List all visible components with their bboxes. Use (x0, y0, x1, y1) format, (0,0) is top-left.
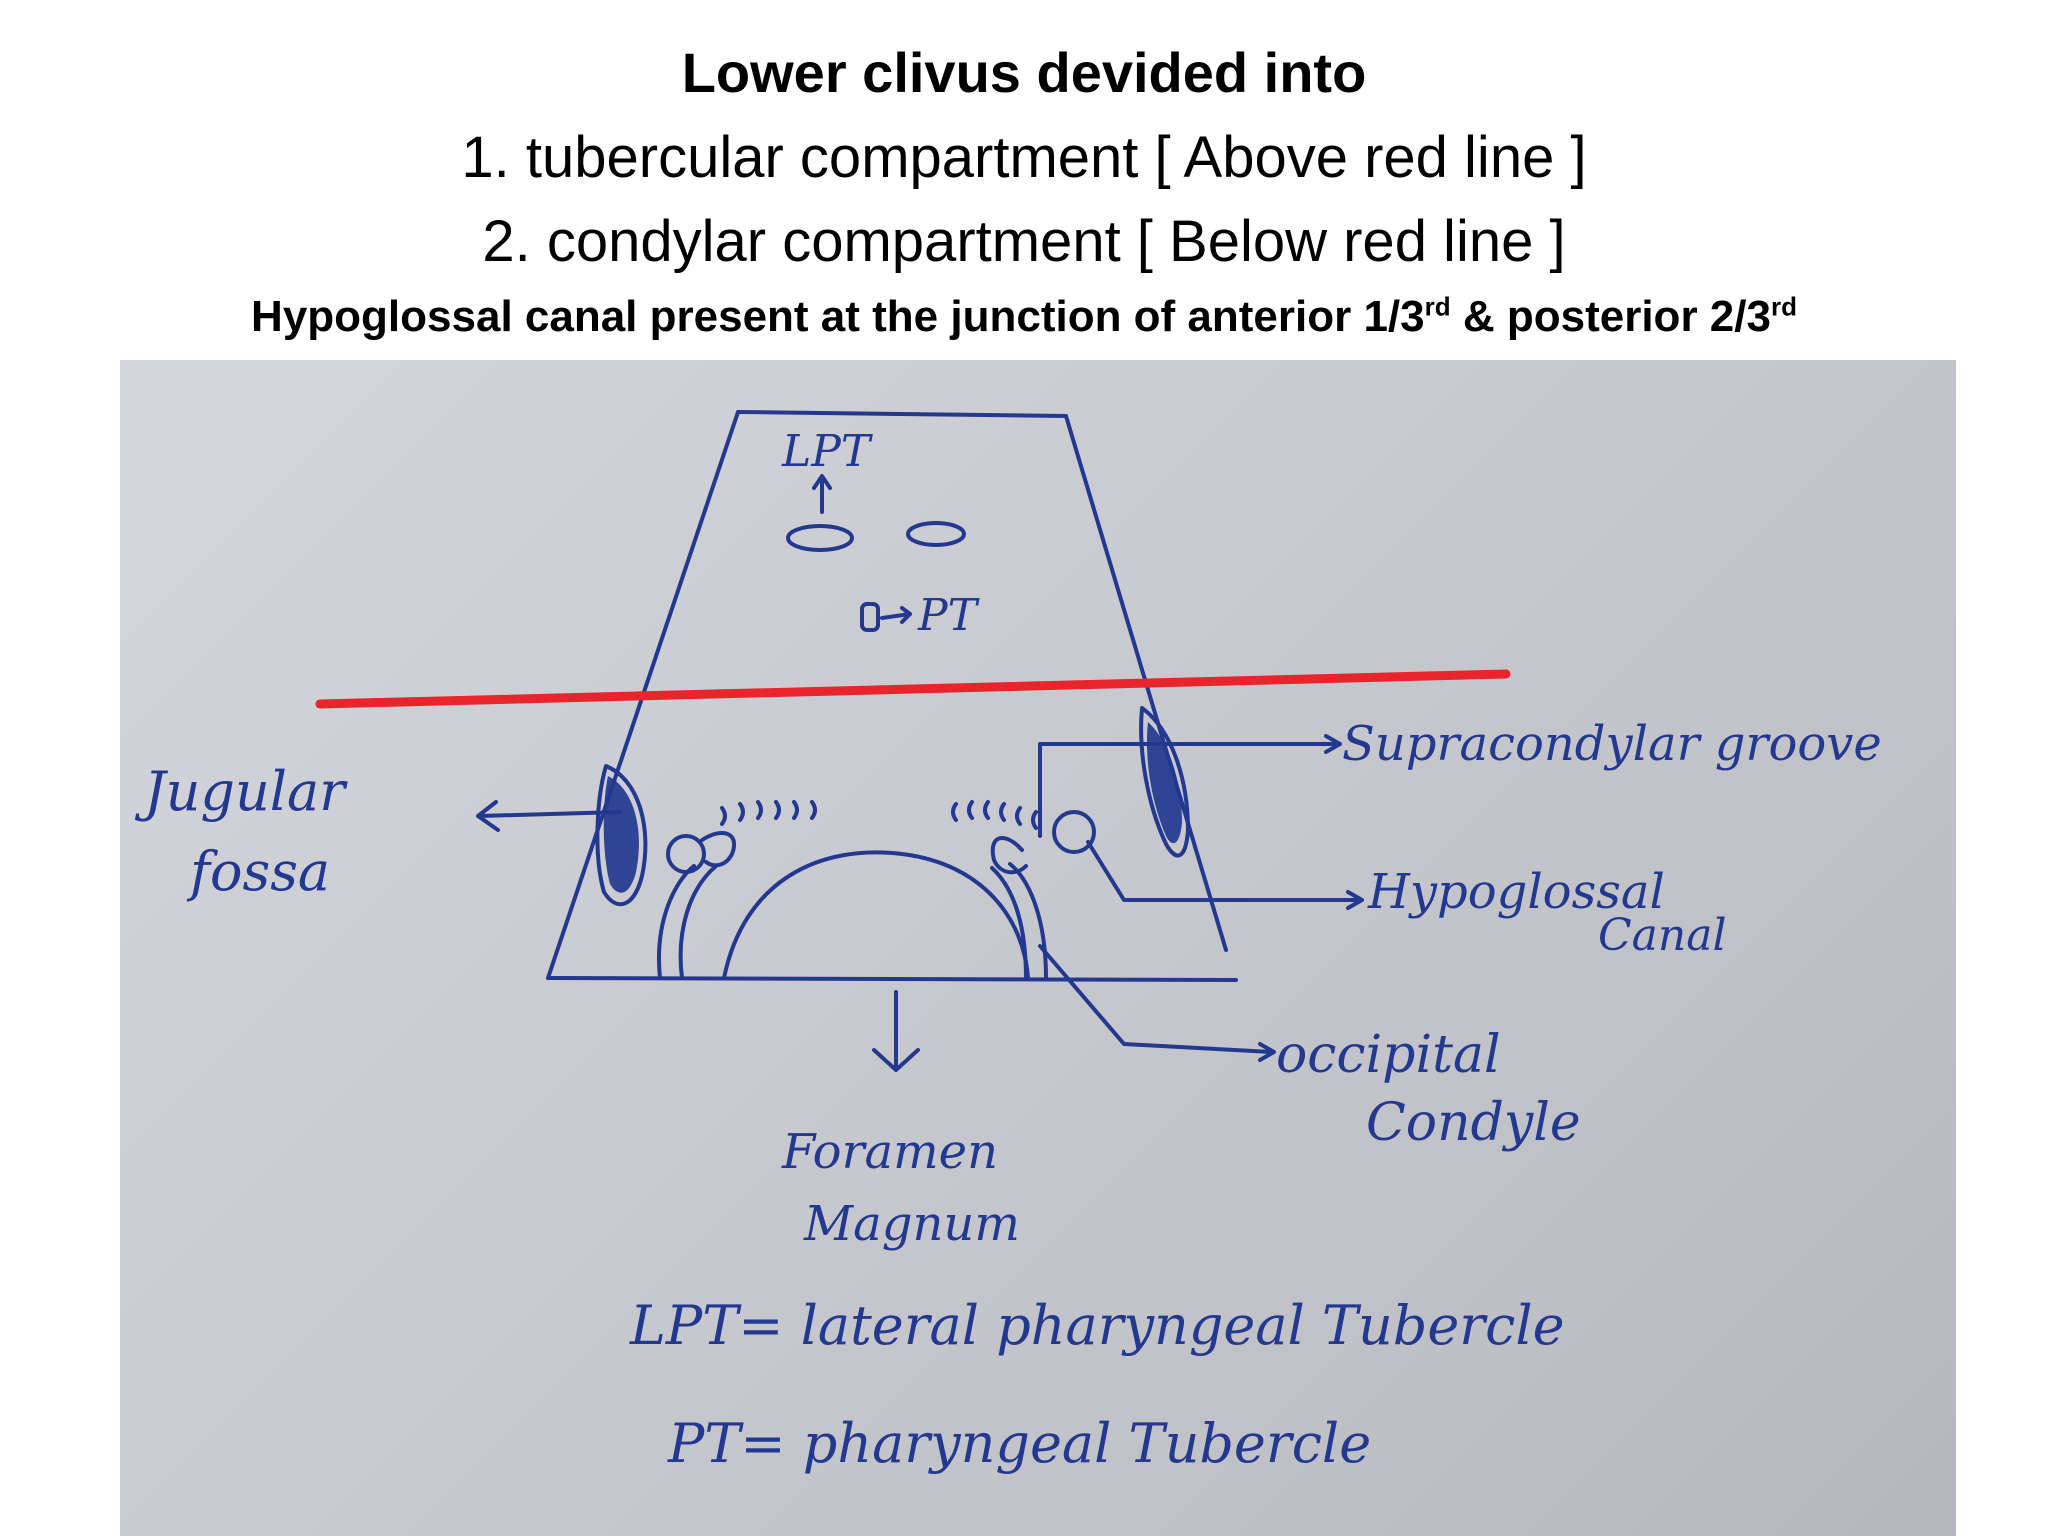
left-condyle (657, 864, 718, 980)
clivus-base-line (546, 976, 1238, 982)
legend-lpt: LPT= lateral pharyngeal Tubercle (629, 1294, 1565, 1357)
supracondylar-pointer (1038, 734, 1342, 838)
list-item-tubercular: 1. tubercular compartment [ Above red li… (461, 125, 1587, 190)
note-text-1: Hypoglossal canal present at the junctio… (251, 292, 1425, 341)
right-condyle (990, 862, 1048, 980)
left-striations (720, 800, 817, 826)
right-striations (951, 800, 1038, 830)
hypoglossal-label: Hypoglossal (1367, 864, 1665, 920)
clivus-top-edge (736, 410, 1068, 418)
note-superscript-2: rd (1770, 291, 1797, 322)
supracondylar-groove-outline (1139, 706, 1190, 858)
lpt-label: LPT (781, 426, 874, 477)
foramen-pointer (872, 990, 920, 1072)
slide-header: Lower clivus devided into 1. tubercular … (0, 0, 2048, 355)
hypoglossal-pointer (1086, 840, 1364, 910)
note-text-2: & posterior 2/3 (1450, 292, 1771, 341)
canal-label: Canal (1598, 910, 1727, 961)
supracondylar-label: Supracondylar groove (1342, 716, 1882, 772)
sketch-photo: LPT PT Jugular fossa Supracondylar groov… (120, 360, 1956, 1536)
clivus-sketch: LPT PT Jugular fossa Supracondylar groov… (134, 410, 1882, 1475)
fossa-label: fossa (186, 840, 330, 903)
foramen-label: Foramen (781, 1124, 998, 1180)
foramen-magnum-arc (722, 850, 1030, 980)
right-condyle-loop (990, 836, 1028, 875)
jugular-label: Jugular (134, 760, 348, 823)
magnum-label: Magnum (803, 1196, 1020, 1252)
slide-title: Lower clivus devided into (681, 41, 1367, 104)
jugular-fossa-outline (595, 764, 648, 907)
pt-arrow (880, 606, 912, 624)
legend-pt: PT= pharyngeal Tubercle (667, 1412, 1371, 1475)
note-superscript-1: rd (1424, 291, 1451, 322)
supracondylar-groove-fill (1146, 722, 1182, 844)
left-canal-circle (666, 834, 706, 874)
occipital-label: occipital (1276, 1025, 1501, 1085)
red-divider-line (315, 669, 1511, 709)
hypoglossal-canal-circle (1052, 810, 1096, 854)
pharyngeal-tubercle-mark (860, 602, 880, 632)
lpt-arrow (812, 474, 832, 514)
list-item-condylar: 2. condylar compartment [ Below red line… (482, 209, 1566, 274)
lateral-tubercle-right (906, 521, 966, 547)
jugular-fossa-fill (603, 776, 639, 893)
left-condyle-loop (700, 830, 736, 868)
occipital-pointer (1038, 944, 1276, 1062)
lateral-tubercle-left (786, 524, 854, 552)
jugular-pointer (476, 800, 622, 832)
condyle-label: Condyle (1366, 1093, 1581, 1153)
pt-label: PT (917, 590, 981, 641)
hypoglossal-note: Hypoglossal canal present at the junctio… (0, 292, 2048, 342)
